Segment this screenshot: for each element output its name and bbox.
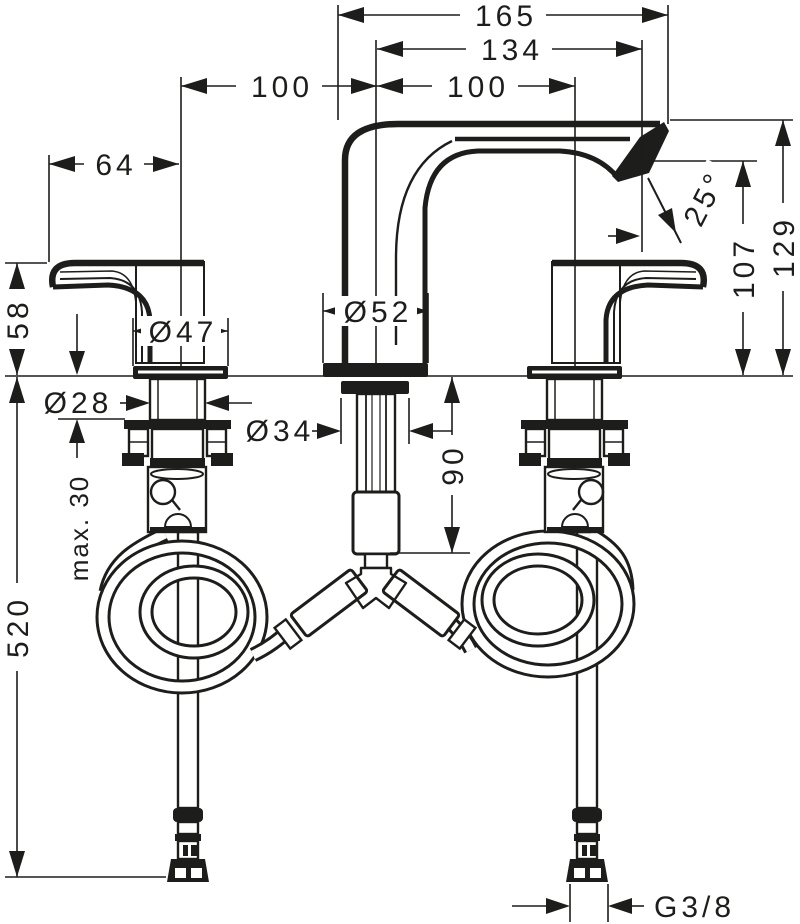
dimension-right-handle-spacing: 100 xyxy=(377,71,575,104)
dimension-max-deck-thickness: max. 30 xyxy=(64,314,94,598)
left-supply-pipe xyxy=(167,530,209,882)
dim-165-label: 165 xyxy=(475,0,537,33)
dim-47-label: Ø47 xyxy=(149,316,218,349)
left-hose-collar xyxy=(272,617,304,651)
dim-52-label: Ø52 xyxy=(344,296,413,329)
dimension-handle-shank-diameter: Ø28 xyxy=(44,387,252,420)
left-handle xyxy=(49,259,205,364)
left-wall-foot xyxy=(167,859,209,882)
dim-520-label: 520 xyxy=(2,596,35,658)
dim-100-left-label: 100 xyxy=(251,71,313,104)
left-handle-base xyxy=(122,366,233,534)
right-hose-collar xyxy=(446,617,478,651)
dimension-handle-length: 64 xyxy=(49,149,179,182)
dimension-spout-base-diameter: Ø52 xyxy=(323,296,428,329)
dimension-supply-hose-length: 520 xyxy=(2,377,35,877)
center-check-valve xyxy=(351,490,401,556)
dimension-spout-shank-diameter: Ø34 xyxy=(246,415,452,448)
right-handle xyxy=(551,259,707,364)
y-connector-neck xyxy=(363,552,389,570)
dim-max30-label: max. 30 xyxy=(64,475,94,582)
dimension-left-handle-spacing: 100 xyxy=(181,71,377,104)
dim-90-label: 90 xyxy=(437,444,470,485)
dimension-hose-drop-length: 90 xyxy=(437,377,470,553)
spout-base xyxy=(323,363,428,494)
dim-g38-label: G3/8 xyxy=(654,891,735,924)
dim-107-label: 107 xyxy=(728,237,761,299)
dimension-spout-tip-projection: 134 xyxy=(377,34,642,67)
right-hose-nut xyxy=(381,568,461,638)
extension-lines xyxy=(5,5,793,922)
right-hose-loop xyxy=(446,527,636,679)
dim-28-label: Ø28 xyxy=(44,387,113,420)
spout-threaded-shank xyxy=(355,392,397,494)
right-handle-base xyxy=(519,366,630,534)
right-wall-foot xyxy=(566,859,608,882)
dimension-handle-height: 58 xyxy=(2,263,35,375)
dimension-overall-height: 129 xyxy=(768,120,800,375)
dim-64-label: 64 xyxy=(95,149,136,182)
dim-100-right-label: 100 xyxy=(447,71,509,104)
dimension-overall-width: 165 xyxy=(338,0,668,33)
spout xyxy=(341,120,669,366)
dim-129-label: 129 xyxy=(768,216,800,278)
spout-aerator-tip xyxy=(612,122,669,182)
dim-34-label: Ø34 xyxy=(246,415,315,448)
dimension-thread-size: G3/8 xyxy=(512,891,735,924)
dim-58-label: 58 xyxy=(2,298,35,339)
left-hose-nut xyxy=(289,568,369,638)
dimension-handle-base-diameter: Ø47 xyxy=(133,316,228,349)
dimension-spout-outlet-height: 107 xyxy=(728,161,761,375)
dim-134-label: 134 xyxy=(481,34,543,67)
